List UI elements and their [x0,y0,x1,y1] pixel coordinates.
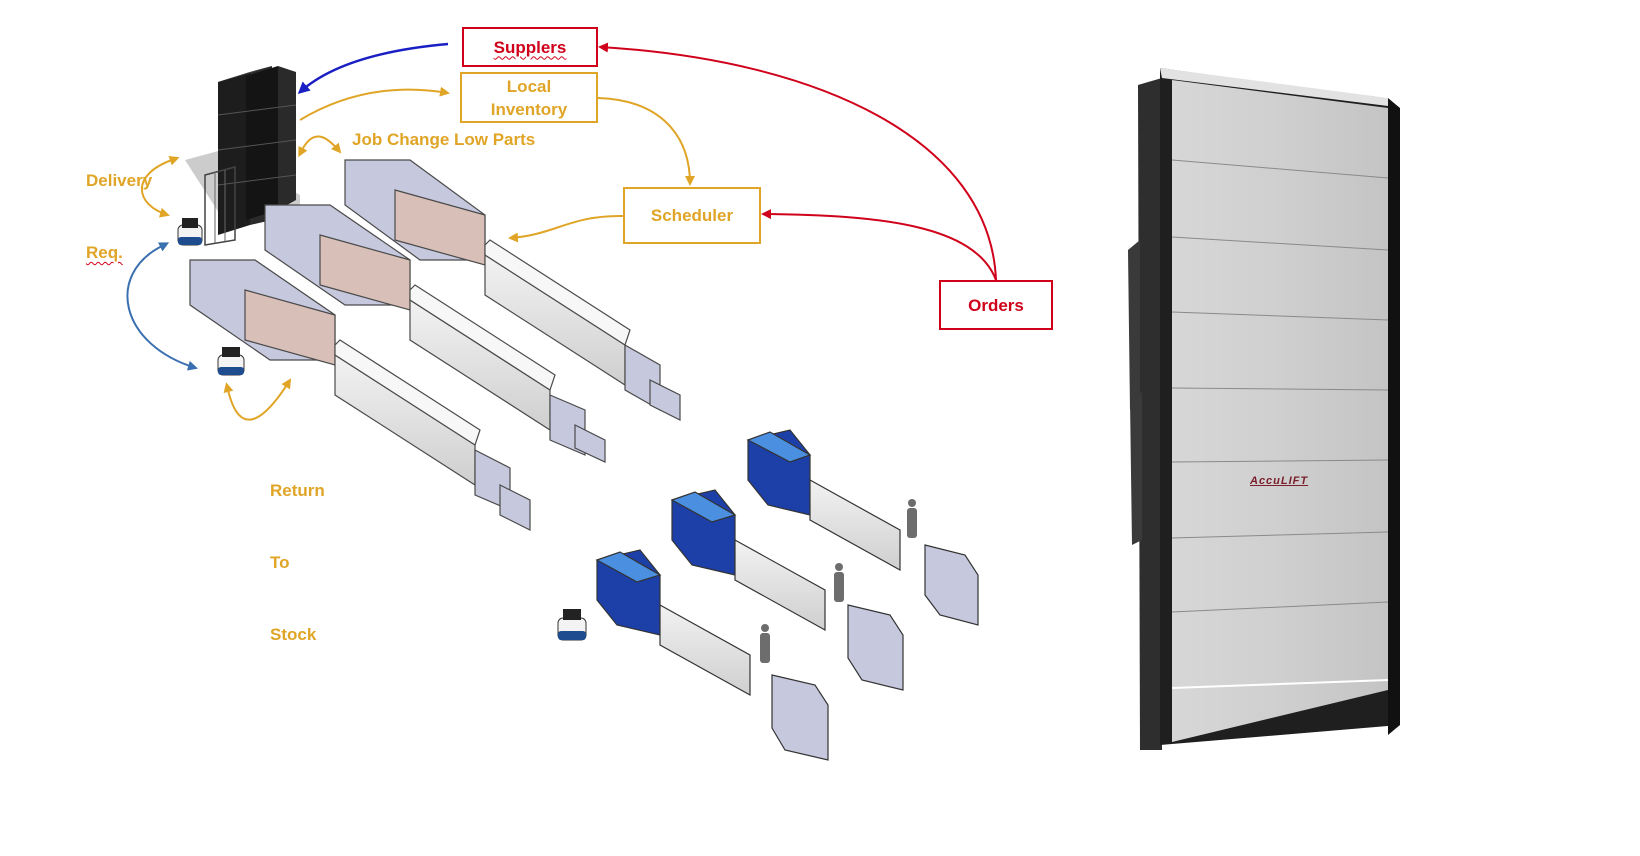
label-return-line2: To [270,553,290,572]
node-local-inventory-line1: Local [506,76,552,96]
label-job-change: Job Change Low Parts [352,130,536,149]
node-scheduler: Scheduler [623,187,761,244]
agv-robot-3 [557,609,587,641]
agv-robot-2 [217,347,245,376]
arrow-agv-shuttle [126,242,198,371]
node-local-inventory: Local Inventory [460,72,598,123]
label-delivery-req: Delivery Req. [86,121,152,313]
arrow-orders-to-scheduler [761,209,997,281]
arrow-orders-to-suppliers [598,42,997,281]
label-return-to-stock: Return To Stock [270,431,325,695]
production-lines-upper [189,159,681,531]
arrow-suppliers-to-tower [297,42,449,95]
node-suppliers-label: Supplers [493,37,567,57]
arrow-delivery-req [141,155,180,218]
label-return-line3: Stock [270,625,317,644]
arrow-inventory-to-scheduler [597,97,695,186]
label-delivery-req-line1: Delivery [86,171,153,190]
node-orders: Orders [939,280,1053,330]
agv-robot-1 [177,218,203,246]
operator-figures [760,499,917,663]
production-lines-lower [595,429,979,761]
node-local-inventory-line2: Inventory [490,99,568,119]
arrow-tower-to-inventory [299,86,450,121]
node-scheduler-label: Scheduler [650,206,734,225]
arrow-job-change [298,135,342,158]
acculift-cabinet [1128,68,1400,750]
arrow-scheduler-to-lines [508,214,624,243]
label-delivery-req-line2: Req. [86,243,123,262]
arrow-return-to-stock [223,378,292,421]
label-return-line1: Return [270,481,325,500]
node-suppliers: Supplers [462,27,598,67]
acculift-logo: AccuLIFT [1250,475,1309,487]
node-orders-label: Orders [968,295,1024,315]
